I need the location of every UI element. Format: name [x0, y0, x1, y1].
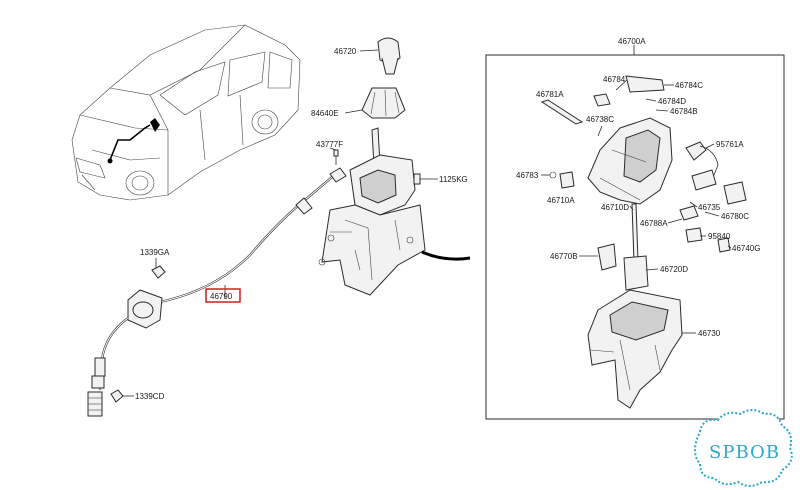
callout-arrow — [421, 250, 471, 261]
label-46710D: 46710D — [601, 203, 629, 212]
spbob-watermark: SPBOB — [694, 409, 793, 487]
label-46788A: 46788A — [640, 219, 668, 228]
shift-cable-part — [87, 167, 347, 417]
label-43777F: 43777F — [316, 140, 343, 149]
detail-assembly — [540, 75, 747, 409]
shift-boot-part — [344, 87, 406, 119]
shift-knob-part — [359, 37, 401, 75]
label-1125KG: 1125KG — [439, 175, 468, 184]
label-46780C: 46780C — [721, 212, 749, 221]
watermark-text: SPBOB — [709, 442, 780, 463]
label-84640E: 84640E — [311, 109, 339, 118]
label-46738C: 46738C — [586, 115, 614, 124]
detail-box — [485, 54, 785, 420]
label-46735: 46735 — [698, 203, 721, 212]
label-46784D: 46784D — [658, 97, 686, 106]
label-group: 46700A — [618, 37, 646, 46]
label-46730: 46730 — [698, 329, 721, 338]
vehicle-illustration — [71, 24, 301, 201]
label-1339CD: 1339CD — [135, 392, 165, 401]
label-46781A: 46781A — [536, 90, 564, 99]
label-95761A: 95761A — [716, 140, 744, 149]
label-46720: 46720 — [334, 47, 357, 56]
shift-lever-assembly — [318, 127, 438, 296]
label-46784: 46784 — [603, 75, 626, 84]
label-46710A: 46710A — [547, 196, 575, 205]
label-46783: 46783 — [516, 171, 539, 180]
label-46790: 46790 — [210, 292, 233, 301]
label-46784C: 46784C — [675, 81, 703, 90]
label-46740G: 46740G — [732, 244, 760, 253]
label-46770B: 46770B — [550, 252, 578, 261]
leader-lines — [541, 79, 732, 334]
labels: 46700A 46720 84640E 43777F 1125KG 1339GA… — [135, 37, 760, 401]
label-95840: 95840 — [708, 232, 731, 241]
label-46720D: 46720D — [660, 265, 688, 274]
highlight-box-46790 — [205, 288, 241, 303]
label-46784B: 46784B — [670, 107, 698, 116]
label-1339GA: 1339GA — [140, 248, 170, 257]
